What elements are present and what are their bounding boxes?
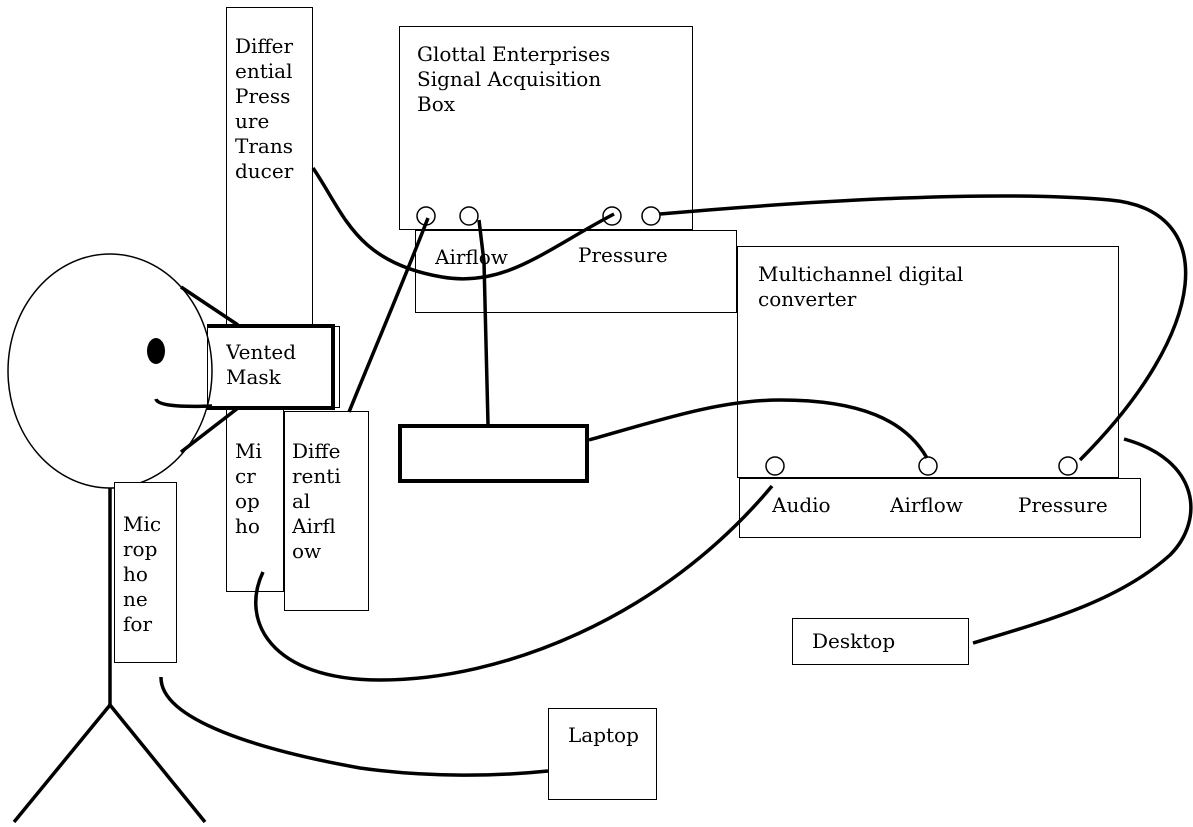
converter-port-audio[interactable] <box>765 456 785 476</box>
signal-acquisition-box[interactable] <box>399 26 693 230</box>
wire-airflow-to-blank-box <box>477 219 490 425</box>
converter-audio-label: Audio <box>772 493 831 517</box>
converter-label: Multichannel digital converter <box>758 262 964 311</box>
person-right-leg <box>108 703 207 824</box>
signal-box-port-2[interactable] <box>459 206 479 226</box>
converter-port-panel <box>739 478 1141 538</box>
vented-mask-box <box>207 326 340 408</box>
converter-airflow-label: Airflow <box>890 493 963 517</box>
wire-diffairflow-to-airflow <box>347 217 430 413</box>
desktop-box[interactable] <box>792 618 969 665</box>
signal-box-airflow-label: Airflow <box>435 245 508 269</box>
blank-box <box>398 424 589 483</box>
converter-box[interactable] <box>737 246 1119 478</box>
mask-strap-top <box>180 285 239 327</box>
person-mouth <box>154 398 213 409</box>
converter-pressure-label: Pressure <box>1018 493 1108 517</box>
vented-mask-label: Vented Mask <box>226 340 296 389</box>
differential-airflow-box <box>284 411 369 611</box>
signal-box-label: Glottal Enterprises Signal Acquisition B… <box>417 42 611 116</box>
wire-pressure-to-converter-pressure <box>659 194 1188 462</box>
wire-mic-to-audio <box>254 484 774 682</box>
laptop-label: Laptop <box>568 723 639 747</box>
microphone-mask-label: Mi cr op ho <box>235 439 262 538</box>
signal-box-port-panel <box>415 230 737 313</box>
microphone-mask-box <box>226 408 284 592</box>
converter-port-pressure[interactable] <box>1058 456 1078 476</box>
desktop-label: Desktop <box>812 629 896 653</box>
microphone-for-box <box>114 482 177 663</box>
laptop-box[interactable] <box>548 708 657 800</box>
person-eye <box>147 338 165 364</box>
signal-box-port-4[interactable] <box>641 206 661 226</box>
person-left-leg <box>12 703 112 824</box>
wire-blank-box-to-converter-airflow <box>588 398 929 459</box>
pressure-transducer-label: Differ ential Press ure Trans ducer <box>235 34 294 183</box>
wire-transducer-to-pressure <box>311 167 615 281</box>
mask-strap-bottom <box>179 406 240 454</box>
wire-converter-to-desktop <box>972 437 1193 645</box>
signal-box-pressure-label: Pressure <box>578 243 668 267</box>
wire-mic-to-laptop <box>159 676 549 777</box>
differential-airflow-label: Diffe renti al Airfl ow <box>292 439 341 563</box>
microphone-for-label: Mic rop ho ne for <box>123 512 162 636</box>
